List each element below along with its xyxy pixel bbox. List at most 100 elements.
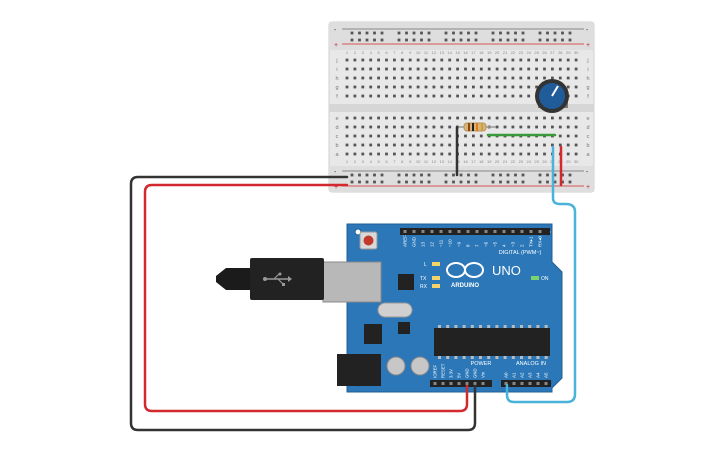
breadboard-hole[interactable]: [424, 125, 428, 129]
rail-hole[interactable]: [380, 38, 384, 42]
breadboard-hole[interactable]: [456, 85, 459, 89]
breadboard-hole[interactable]: [440, 134, 444, 138]
breadboard-holes[interactable]: [345, 31, 578, 184]
rail-hole[interactable]: [380, 180, 384, 184]
rail-hole[interactable]: [358, 31, 361, 35]
breadboard-hole[interactable]: [361, 85, 365, 89]
breadboard-hole[interactable]: [503, 76, 507, 80]
breadboard-hole[interactable]: [377, 67, 380, 71]
breadboard-hole[interactable]: [440, 76, 444, 80]
breadboard-hole[interactable]: [424, 116, 428, 120]
breadboard-hole[interactable]: [385, 67, 388, 71]
breadboard-hole[interactable]: [503, 94, 507, 98]
breadboard-hole[interactable]: [416, 85, 420, 89]
breadboard-hole[interactable]: [353, 125, 357, 129]
breadboard-hole[interactable]: [479, 134, 483, 138]
rail-hole[interactable]: [452, 180, 455, 184]
breadboard-hole[interactable]: [393, 116, 396, 120]
breadboard-hole[interactable]: [400, 125, 404, 129]
breadboard-hole[interactable]: [424, 76, 428, 80]
breadboard-hole[interactable]: [535, 152, 538, 156]
breadboard-hole[interactable]: [408, 152, 412, 156]
breadboard-hole[interactable]: [377, 116, 380, 120]
resistor[interactable]: [456, 122, 496, 132]
rail-hole[interactable]: [506, 38, 510, 42]
rail-hole[interactable]: [444, 173, 448, 177]
breadboard-hole[interactable]: [479, 116, 483, 120]
breadboard-hole[interactable]: [345, 125, 349, 129]
breadboard-hole[interactable]: [574, 143, 578, 147]
breadboard-hole[interactable]: [448, 116, 452, 120]
breadboard-hole[interactable]: [345, 152, 349, 156]
breadboard-hole[interactable]: [503, 85, 507, 89]
rail-hole[interactable]: [373, 180, 376, 184]
breadboard-hole[interactable]: [535, 76, 538, 80]
breadboard-hole[interactable]: [400, 143, 404, 147]
breadboard-hole[interactable]: [393, 134, 396, 138]
breadboard-hole[interactable]: [511, 116, 515, 120]
breadboard-hole[interactable]: [369, 134, 373, 138]
breadboard-hole[interactable]: [369, 143, 373, 147]
breadboard-hole[interactable]: [566, 152, 570, 156]
breadboard-hole[interactable]: [361, 125, 365, 129]
analog-pin-hole[interactable]: [536, 382, 540, 385]
rail-hole[interactable]: [444, 180, 448, 184]
rail-hole[interactable]: [459, 31, 463, 35]
breadboard-hole[interactable]: [527, 58, 531, 62]
breadboard-hole[interactable]: [440, 125, 444, 129]
breadboard-hole[interactable]: [527, 143, 531, 147]
breadboard-hole[interactable]: [566, 85, 570, 89]
rail-hole[interactable]: [420, 173, 423, 177]
rail-hole[interactable]: [397, 173, 401, 177]
breadboard-hole[interactable]: [400, 76, 404, 80]
breadboard-hole[interactable]: [551, 58, 554, 62]
breadboard-hole[interactable]: [566, 116, 570, 120]
breadboard-hole[interactable]: [440, 143, 444, 147]
digital-pin-hole[interactable]: [475, 230, 479, 233]
breadboard-hole[interactable]: [440, 152, 444, 156]
breadboard-hole[interactable]: [400, 67, 404, 71]
breadboard-hole[interactable]: [574, 76, 578, 80]
digital-pin-hole[interactable]: [520, 230, 524, 233]
breadboard-hole[interactable]: [495, 76, 499, 80]
wire-black-gnd[interactable]: [129, 175, 477, 432]
rail-hole[interactable]: [467, 31, 470, 35]
breadboard-hole[interactable]: [527, 76, 531, 80]
breadboard-hole[interactable]: [432, 76, 436, 80]
digital-pin-hole[interactable]: [502, 230, 506, 233]
breadboard-hole[interactable]: [511, 152, 515, 156]
breadboard-hole[interactable]: [574, 94, 578, 98]
breadboard-hole[interactable]: [369, 76, 373, 80]
wire-blue-analog[interactable]: [505, 145, 577, 404]
power-pin-hole[interactable]: [441, 382, 445, 385]
breadboard-hole[interactable]: [472, 116, 475, 120]
rail-hole[interactable]: [499, 173, 502, 177]
breadboard-hole[interactable]: [440, 116, 444, 120]
breadboard-hole[interactable]: [416, 67, 420, 71]
breadboard-hole[interactable]: [432, 152, 436, 156]
rail-hole[interactable]: [420, 31, 423, 35]
breadboard-hole[interactable]: [487, 116, 491, 120]
breadboard-hole[interactable]: [464, 58, 467, 62]
breadboard-hole[interactable]: [503, 125, 507, 129]
breadboard-hole[interactable]: [400, 116, 404, 120]
usb-cable[interactable]: [216, 258, 324, 300]
rail-hole[interactable]: [568, 180, 572, 184]
rail-hole[interactable]: [444, 38, 448, 42]
breadboard-hole[interactable]: [385, 125, 388, 129]
breadboard-hole[interactable]: [566, 134, 570, 138]
analog-pin-hole[interactable]: [520, 382, 524, 385]
breadboard-hole[interactable]: [353, 134, 357, 138]
rail-hole[interactable]: [521, 180, 525, 184]
digital-pin-hole[interactable]: [457, 230, 461, 233]
breadboard-hole[interactable]: [558, 76, 562, 80]
breadboard-hole[interactable]: [495, 58, 499, 62]
breadboard-hole[interactable]: [535, 58, 538, 62]
breadboard-hole[interactable]: [511, 143, 515, 147]
analog-header[interactable]: [501, 380, 551, 387]
breadboard-hole[interactable]: [574, 152, 578, 156]
rail-hole[interactable]: [350, 38, 354, 42]
rail-hole[interactable]: [373, 173, 376, 177]
breadboard-hole[interactable]: [535, 143, 538, 147]
